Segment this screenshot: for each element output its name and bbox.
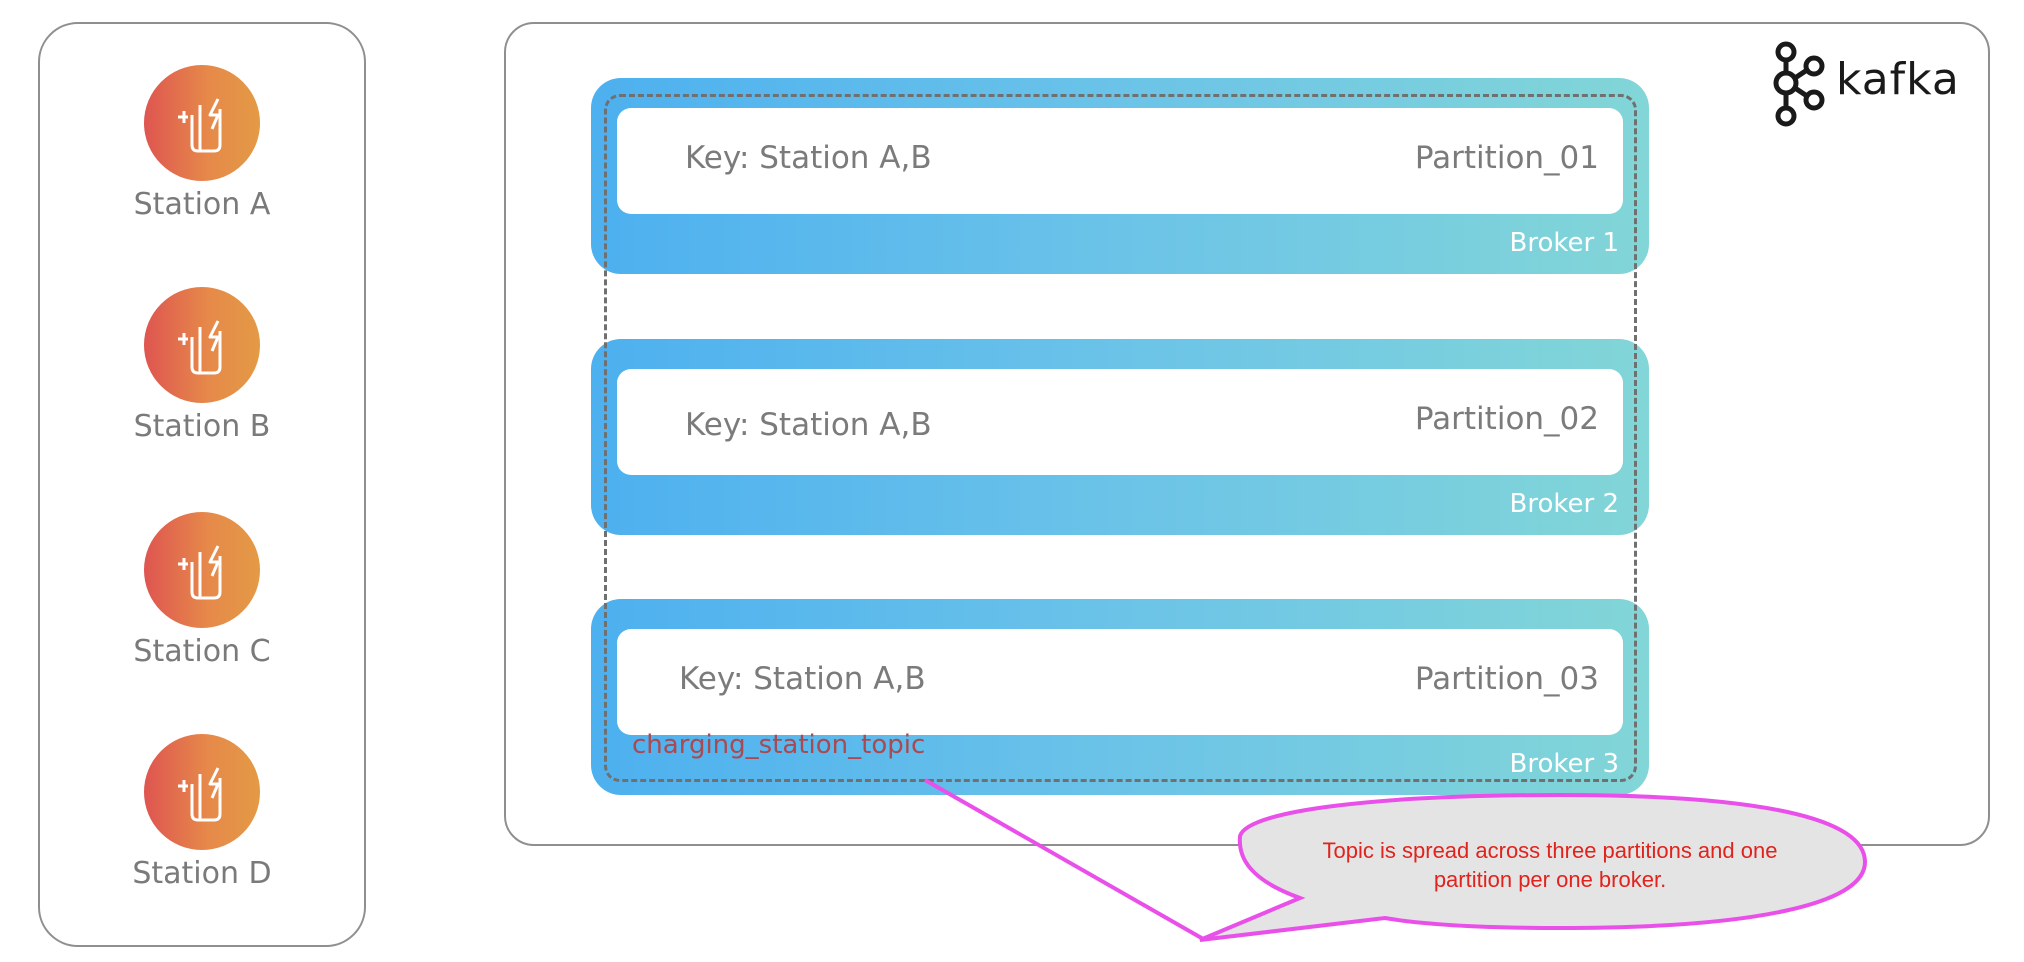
station-label: Station D (132, 856, 272, 891)
station-label: Station C (133, 634, 271, 669)
broker-1: Key: Station A,B Partition_01 Broker 1 (591, 78, 1649, 274)
charging-station-icon (144, 65, 260, 181)
broker-label: Broker 3 (1509, 749, 1619, 779)
charging-station-icon (144, 512, 260, 628)
broker-label: Broker 2 (1509, 489, 1619, 519)
charging-station-icon (144, 734, 260, 850)
topic-name: charging_station_topic (632, 730, 926, 760)
partition-name: Partition_03 (1414, 661, 1599, 697)
callout-pointer (924, 778, 1206, 942)
charging-station-icon (144, 287, 260, 403)
callout-line-1: Topic is spread across three partitions … (1322, 838, 1778, 863)
partition-key: Key: Station A,B (685, 407, 932, 443)
kafka-logo-text: kafka (1836, 54, 1960, 105)
partition-name: Partition_01 (1414, 140, 1599, 176)
broker-3: Key: Station A,B Partition_03 Broker 3 (591, 599, 1649, 795)
partition-key: Key: Station A,B (685, 140, 932, 176)
kafka-logo: kafka (1768, 40, 1968, 130)
callout-line-2: partition per one broker. (1433, 867, 1667, 892)
kafka-icon (1773, 41, 1825, 127)
partition-card: Key: Station A,B Partition_01 (617, 108, 1623, 214)
broker-2: Key: Station A,B Partition_02 Broker 2 (591, 339, 1649, 535)
partition-card: Key: Station A,B Partition_02 (617, 369, 1623, 475)
partition-key: Key: Station A,B (679, 661, 926, 697)
partition-card: Key: Station A,B Partition_03 (617, 629, 1623, 735)
stations-panel (38, 22, 366, 947)
station-label: Station B (133, 409, 271, 444)
broker-label: Broker 1 (1509, 228, 1619, 258)
callout-text: Topic is spread across three partitions … (1290, 836, 1810, 894)
callout-shape (1199, 792, 1868, 942)
partition-name: Partition_02 (1414, 401, 1599, 437)
station-label: Station A (133, 187, 271, 222)
topic-outline (604, 94, 1637, 782)
